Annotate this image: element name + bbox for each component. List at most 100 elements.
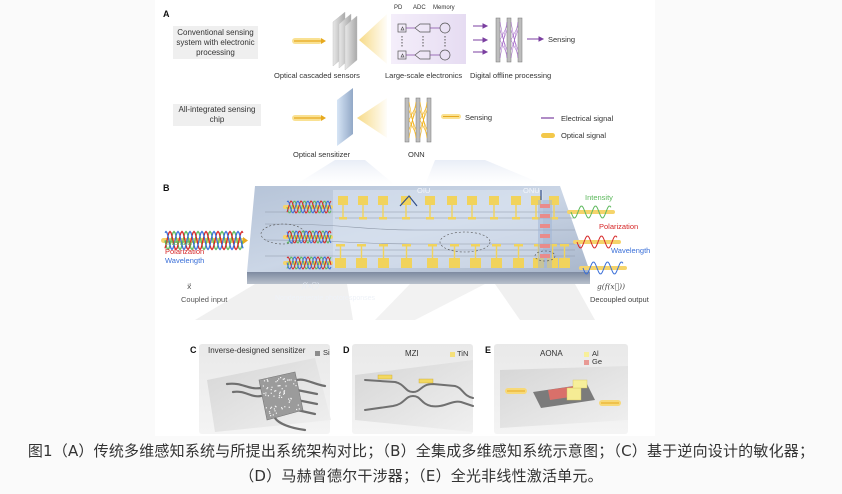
onu-cell <box>540 244 550 248</box>
output-signal-wave <box>570 205 612 219</box>
f-symbol: f(x⃗) <box>302 281 320 290</box>
pattern-dot <box>279 392 281 394</box>
pattern-dot <box>266 388 268 390</box>
pattern-dot <box>275 390 277 392</box>
onu-cell <box>540 234 550 238</box>
electrode-pad-top <box>378 196 388 205</box>
optical-sensitizer-label: Optical sensitizer <box>293 150 351 159</box>
pattern-dot <box>265 394 267 396</box>
on-chip-signals <box>283 200 333 270</box>
adc-label: ADC <box>413 5 426 11</box>
output-polarization-label: Polarization <box>599 222 639 231</box>
panel-cde-graphics <box>199 344 628 434</box>
g-symbol: g(f(x⃗)) <box>597 282 626 291</box>
aona-output-arrow <box>599 400 621 406</box>
input-vector-symbol: x⃗ <box>187 282 192 291</box>
sensing-arrow-bottom <box>441 114 461 119</box>
mzi-waveguides <box>364 379 474 411</box>
pattern-dot <box>283 391 285 393</box>
pattern-dot <box>265 392 267 394</box>
panel-d-title: MZI <box>405 349 419 358</box>
electrode-pad-top <box>358 196 368 205</box>
electrode-pad-top <box>467 196 477 205</box>
pattern-dot <box>270 407 272 409</box>
electrode-heater <box>532 217 540 220</box>
conventional-system-box: Conventional sensing system with electro… <box>173 26 258 59</box>
conventional-label-line2: system with electronic <box>176 37 255 47</box>
electrode-heater <box>560 244 569 247</box>
electrode-heater <box>492 244 501 247</box>
oiu-marker <box>399 195 418 207</box>
pattern-dot <box>290 397 292 399</box>
electrode-heater <box>450 244 459 247</box>
chip-board-edge <box>247 272 590 284</box>
pattern-dot <box>270 415 272 417</box>
pattern-dot <box>273 395 275 397</box>
decoupled-output-label: Decoupled output <box>590 295 649 304</box>
electrode-heater <box>402 244 411 247</box>
panel-b-letter: B <box>163 183 170 193</box>
pattern-dot <box>281 407 283 409</box>
pattern-dot <box>274 390 276 392</box>
electrode-pad-top <box>401 196 411 205</box>
legend-tin-swatch <box>450 352 455 357</box>
electrode-heater <box>471 244 480 247</box>
input-helix <box>161 230 248 251</box>
electrode-pad-bottom <box>335 258 346 268</box>
conventional-label-line1: Conventional sensing <box>177 27 254 37</box>
pattern-dot <box>267 395 269 397</box>
legend-si-label: Si <box>323 348 330 357</box>
large-scale-electronics-label: Large-scale electronics <box>385 71 463 80</box>
pattern-dot <box>288 379 290 381</box>
electrode-heater <box>550 217 558 220</box>
electrode-heater <box>359 217 367 220</box>
panel-e-letter: E <box>485 345 492 355</box>
electronics-circuit <box>397 22 451 61</box>
electrode-heater <box>357 244 366 247</box>
input-polarization-label: Polarization <box>165 247 205 256</box>
pattern-dot <box>283 392 285 394</box>
electrode-pad-bottom <box>449 258 460 268</box>
projection-d <box>375 284 485 320</box>
pattern-dot <box>274 405 276 407</box>
pattern-dot <box>279 391 281 393</box>
pattern-dot <box>281 396 283 398</box>
pattern-dot <box>275 381 277 383</box>
pattern-dot <box>273 408 275 410</box>
legend-tin-label: TiN <box>457 349 469 358</box>
figure-panel: A Conventional sensing system with elect… <box>155 0 655 436</box>
output-signal-wave <box>576 235 618 249</box>
pattern-dot <box>296 408 298 411</box>
figure-caption-line2: （D）马赫曾德尔干涉器；（E）全光非线性激活单元。 <box>239 467 603 485</box>
pattern-dot <box>275 412 277 414</box>
pattern-dot <box>272 414 274 416</box>
electrode-pad-top <box>511 196 521 205</box>
electrode-heater <box>428 244 437 247</box>
pattern-dot <box>297 404 299 406</box>
panel-c-letter: C <box>190 345 197 355</box>
legend-al-swatch <box>584 352 589 357</box>
digital-offline-processing-label: Digital offline processing <box>470 71 552 80</box>
integrated-label-line2: chip <box>209 115 225 124</box>
electrode-pad-bottom <box>427 258 438 268</box>
pattern-dot <box>277 385 279 387</box>
pattern-dot <box>287 379 289 381</box>
legend-optical-label: Optical signal <box>561 131 607 140</box>
pattern-dot <box>263 392 265 395</box>
onn-label: ONN <box>408 150 425 159</box>
pattern-dot <box>270 406 273 408</box>
onu-highlight <box>534 250 556 262</box>
pattern-dot <box>288 406 290 408</box>
electrode-pad-bottom <box>470 258 481 268</box>
onu-cell <box>540 204 550 208</box>
conventional-label-line3: processing <box>196 47 235 57</box>
pattern-dot <box>298 408 300 410</box>
aona-input-arrow <box>505 388 527 394</box>
electrode-heater <box>336 244 345 247</box>
pattern-dot <box>269 412 271 414</box>
electrode-heater <box>548 244 557 247</box>
electrode-heater <box>490 217 498 220</box>
electrode-pad-top <box>489 196 499 205</box>
pattern-dot <box>268 411 271 413</box>
pd-label: PD <box>394 5 403 11</box>
